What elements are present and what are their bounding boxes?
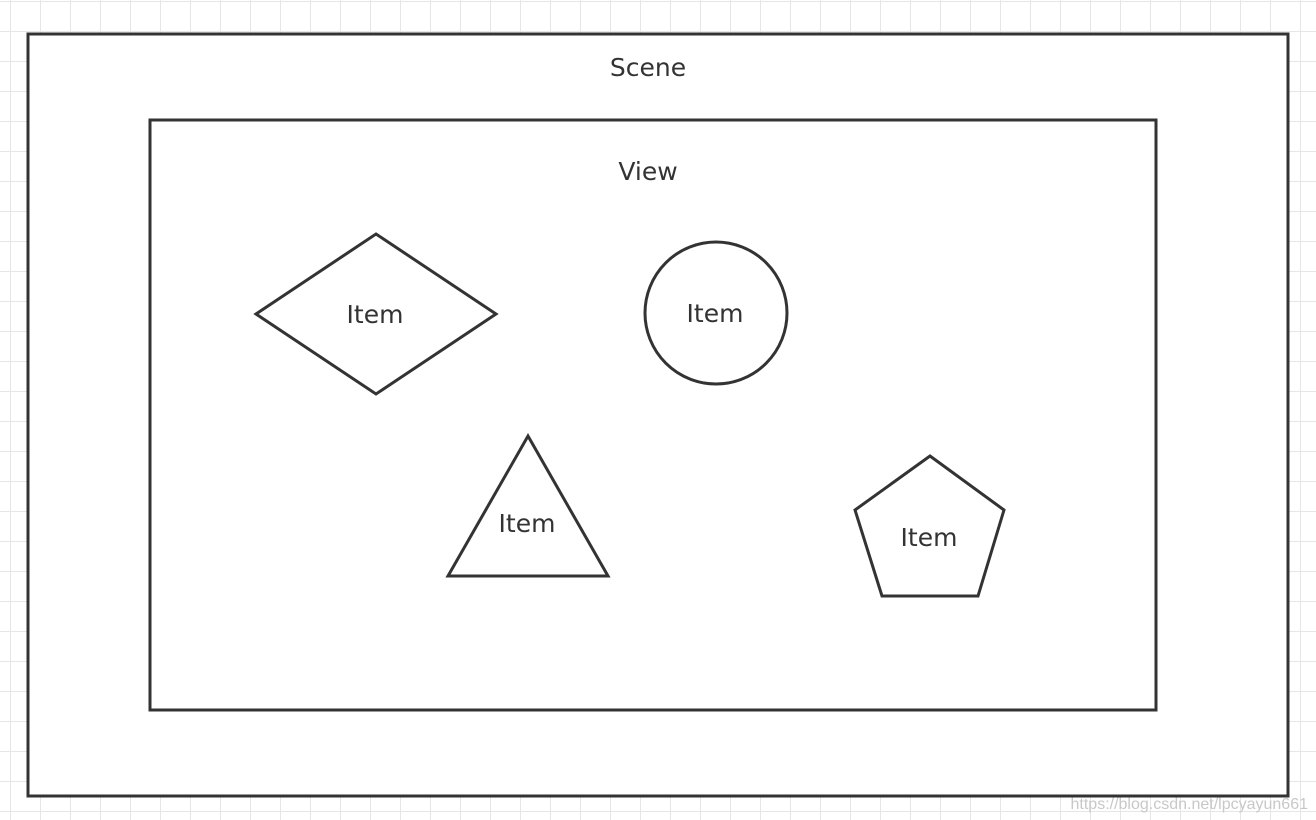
item-pentagon: Item [853,454,1006,598]
watermark-text: https://blog.csdn.net/lpcyayun661 [1070,796,1309,813]
item-diamond: Item [253,232,499,396]
circle-shape [643,240,789,386]
scene-label: Scene [610,53,686,82]
item-pentagon-label: Item [901,523,958,552]
pentagon-shape [853,454,1006,598]
triangle-shape [445,432,611,578]
view-label: View [618,157,677,186]
item-triangle-label: Item [499,509,556,538]
view-box [148,118,1158,712]
item-circle-label: Item [687,299,744,328]
item-triangle: Item [445,432,611,578]
diamond-shape [253,232,499,396]
item-diamond-label: Item [347,300,404,329]
item-circle: Item [643,240,789,386]
